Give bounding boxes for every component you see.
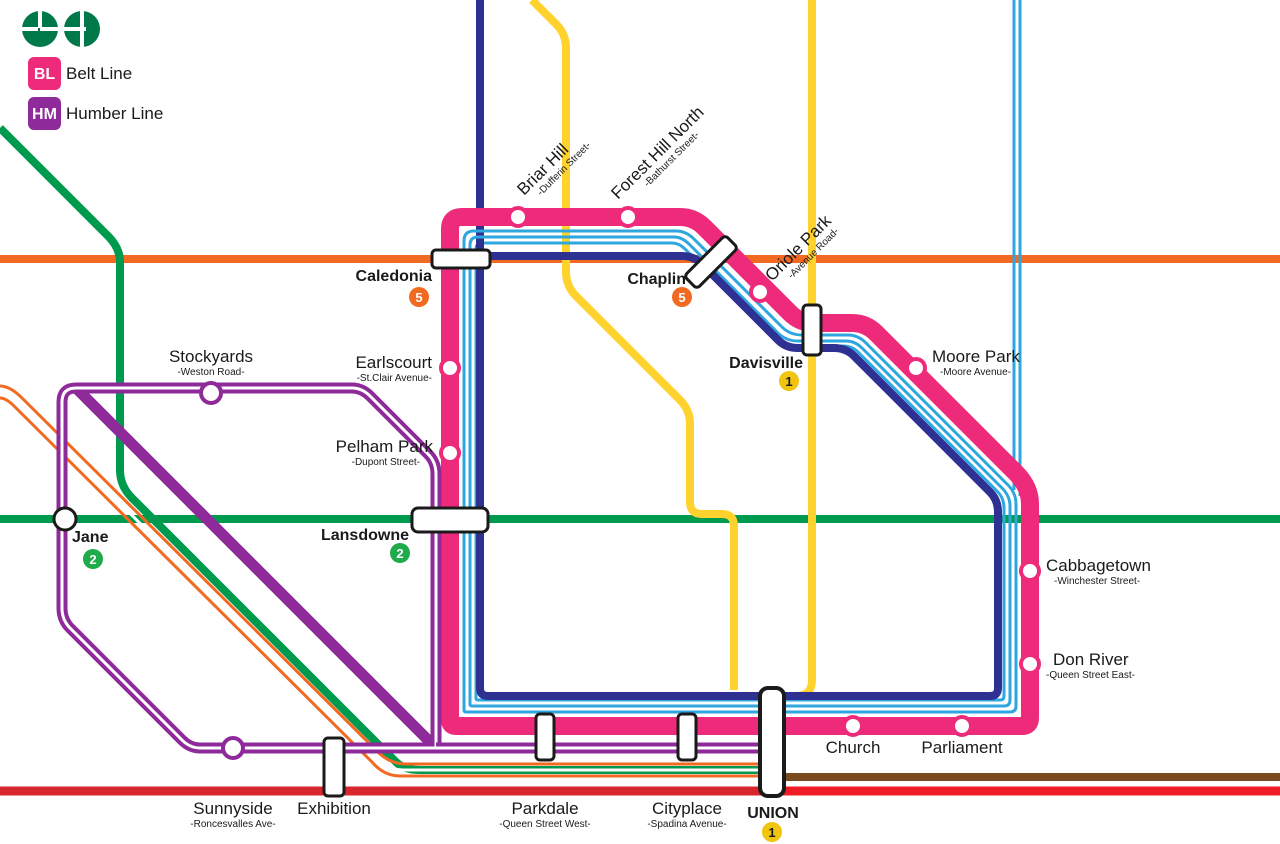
jane-station[interactable] xyxy=(52,506,78,532)
lansdowne-interchange[interactable] xyxy=(410,506,490,534)
cyan-loop-track-2 xyxy=(468,235,1012,708)
exhibition-interchange[interactable] xyxy=(322,736,346,798)
jane-label: Jane xyxy=(72,529,109,546)
chaplin-interchange[interactable] xyxy=(684,235,738,289)
earlscourt-sub: -St.Clair Avenue- xyxy=(357,373,432,384)
cabbagetown-label: Cabbagetown xyxy=(1046,556,1151,575)
belt-line-code: BL xyxy=(34,66,56,83)
lansdowne-label: Lansdowne xyxy=(321,527,409,544)
chaplin-label: Chaplin xyxy=(627,271,686,288)
belt-line-legend-label: Belt Line xyxy=(66,64,132,83)
church-station[interactable] xyxy=(842,715,864,737)
line5-badge xyxy=(409,287,429,307)
green-diagonal-track xyxy=(0,125,770,774)
line2-badge-number: 2 xyxy=(396,546,403,561)
moore-park-station[interactable] xyxy=(905,357,927,379)
cityplace-sub: -Spadina Avenue- xyxy=(647,819,726,830)
orange-diagonal-track-inner xyxy=(0,396,770,778)
cabbagetown-sub: -Winchester Street- xyxy=(1054,576,1140,587)
cabbagetown-station[interactable] xyxy=(1019,560,1041,582)
moore-park-label: Moore Park xyxy=(932,347,1020,366)
parliament-label: Parliament xyxy=(921,738,1003,757)
don-river-station[interactable] xyxy=(1019,653,1041,675)
sunnyside-station[interactable] xyxy=(221,736,245,760)
go-transit-logo-icon xyxy=(22,10,100,48)
line5-badge-number: 5 xyxy=(678,290,685,305)
legend-item-belt-line: BL Belt Line xyxy=(28,57,132,90)
forest-hill-north-label: Forest Hill North xyxy=(607,103,707,203)
sunnyside-sub: -Roncesvalles Ave- xyxy=(190,819,275,830)
oriole-park-station[interactable] xyxy=(749,281,771,303)
parliament-station[interactable] xyxy=(951,715,973,737)
stockyards-sub: -Weston Road- xyxy=(177,367,244,378)
church-label: Church xyxy=(826,738,881,757)
navy-loop-track xyxy=(476,240,1002,700)
line1-badge-number: 1 xyxy=(768,825,775,840)
caledonia-label: Caledonia xyxy=(356,268,433,285)
pelham-park-station[interactable] xyxy=(439,442,461,464)
line2-badge xyxy=(390,543,410,563)
legend-item-humber-line: HM Humber Line xyxy=(28,97,163,130)
line1-west-track xyxy=(529,0,738,690)
humber-line-legend-label: Humber Line xyxy=(66,104,163,123)
parkdale-label: Parkdale xyxy=(511,799,578,818)
davisville-interchange[interactable] xyxy=(801,303,823,357)
earlscourt-station[interactable] xyxy=(439,357,461,379)
stockyards-station[interactable] xyxy=(199,381,223,405)
caledonia-interchange[interactable] xyxy=(430,248,492,270)
pelham-park-label: Pelham Park xyxy=(336,437,434,456)
parkdale-interchange[interactable] xyxy=(534,712,556,762)
moore-park-sub: -Moore Avenue- xyxy=(940,367,1011,378)
briar-hill-station[interactable] xyxy=(507,206,529,228)
line5-badge xyxy=(672,287,692,307)
union-label: UNION xyxy=(747,805,799,822)
belt-line-track xyxy=(441,208,1039,735)
line5-badge-number: 5 xyxy=(415,290,422,305)
pelham-park-sub: -Dupont Street- xyxy=(352,457,420,468)
parkdale-sub: -Queen Street West- xyxy=(499,819,591,830)
forest-hill-north-station[interactable] xyxy=(617,206,639,228)
line2-badge xyxy=(83,549,103,569)
cityplace-label: Cityplace xyxy=(652,799,722,818)
cyan-loop-track-1 xyxy=(462,229,1018,714)
don-river-label: Don River xyxy=(1053,650,1129,669)
stockyards-label: Stockyards xyxy=(169,347,253,366)
sunnyside-label: Sunnyside xyxy=(193,799,272,818)
exhibition-label: Exhibition xyxy=(297,799,371,818)
davisville-label: Davisville xyxy=(729,355,803,372)
humber-line-code: HM xyxy=(32,106,57,123)
don-river-sub: -Queen Street East- xyxy=(1046,670,1135,681)
line1-badge-number: 1 xyxy=(785,374,792,389)
union-interchange[interactable] xyxy=(758,686,786,798)
line1-badge xyxy=(762,822,782,842)
cityplace-interchange[interactable] xyxy=(676,712,698,762)
cyan-loop-track-3 xyxy=(474,241,1006,702)
line2-badge-number: 2 xyxy=(89,552,96,567)
earlscourt-label: Earlscourt xyxy=(355,353,432,372)
line1-badge xyxy=(779,371,799,391)
